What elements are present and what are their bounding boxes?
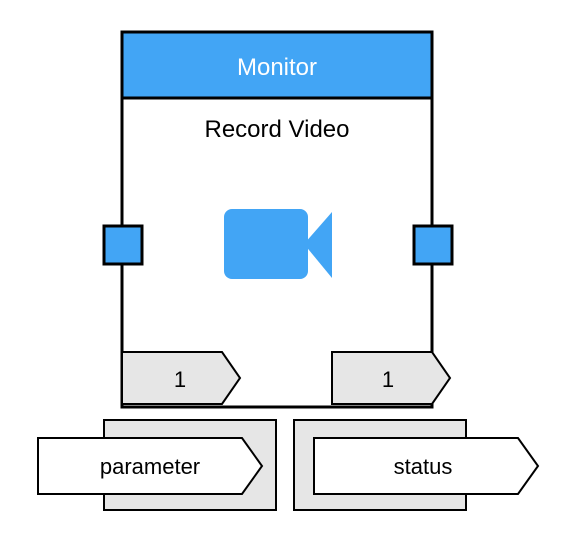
right-count-tab[interactable]: 1 (331, 351, 452, 405)
output-label: status (394, 454, 453, 479)
block-header (120, 30, 434, 100)
block-title: Monitor (237, 54, 317, 81)
block-subtitle: Record Video (205, 116, 350, 143)
left-count-value: 1 (174, 367, 186, 392)
left-count-tab[interactable]: 1 (121, 351, 242, 405)
video-camera-icon (224, 209, 332, 279)
input-label: parameter (100, 454, 200, 479)
right-count-value: 1 (382, 367, 394, 392)
right-port[interactable] (412, 224, 454, 266)
output-status-arrow[interactable]: status (313, 437, 540, 495)
left-port[interactable] (102, 224, 144, 266)
input-parameter-arrow[interactable]: parameter (37, 437, 264, 495)
